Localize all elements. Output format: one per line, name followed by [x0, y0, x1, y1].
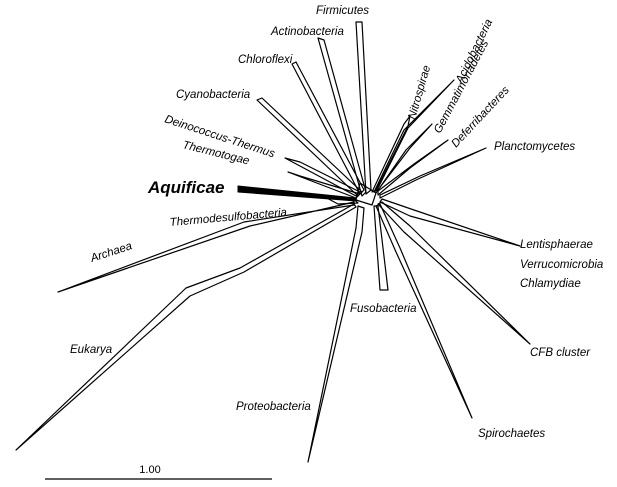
branch-spirochaetes	[375, 203, 473, 419]
label-planctomycetes: Planctomycetes	[494, 141, 575, 153]
label-aquificae: Aquificae	[147, 178, 225, 197]
label-fusobacteria: Fusobacteria	[350, 303, 416, 315]
branch-planctomycetes	[379, 147, 487, 199]
label-archaea: Archaea	[88, 240, 133, 265]
scale-bar-label: 1.00	[139, 464, 160, 476]
branch-proteobacteria	[307, 205, 365, 463]
label-proteobacteria: Proteobacteria	[236, 401, 311, 413]
branch-firmicutes	[355, 21, 372, 195]
branch-gemmatimonadetes	[375, 123, 433, 194]
label-eukarya: Eukarya	[70, 344, 112, 356]
label-lentisphaerae: Lentisphaerae	[520, 239, 593, 251]
label-acidobacteria: Acidobacteria	[453, 17, 495, 86]
label-cfb: CFB cluster	[530, 347, 591, 359]
branch-thermodesulfobacteria	[322, 195, 359, 205]
branch-lentisphaerae	[379, 198, 521, 247]
label-chloroflexi: Chloroflexi	[238, 54, 293, 66]
label-thermodesulfobacteria: Thermodesulfobacteria	[169, 207, 287, 229]
label-cyanobacteria: Cyanobacteria	[176, 89, 250, 101]
label-firmicutes: Firmicutes	[316, 5, 369, 17]
label-actinobacteria: Actinobacteria	[270, 26, 344, 38]
branch-thermotogae	[287, 171, 361, 199]
label-spirochaetes: Spirochaetes	[478, 428, 545, 440]
branch-nitrospirae	[371, 115, 411, 193]
label-verrucomicrobia: Verrucomicrobia	[520, 259, 603, 271]
label-nitrospirae: Nitrospirae	[406, 64, 433, 121]
label-chlamydiae: Chlamydiae	[520, 278, 581, 290]
branch-actinobacteria	[317, 37, 367, 197]
branch-cyanobacteria	[256, 97, 363, 197]
branch-eukarya	[15, 203, 357, 451]
branch-chloroflexi	[291, 61, 365, 195]
branch-acidobacteria	[373, 79, 455, 193]
branch-deferribacteres	[377, 139, 449, 196]
